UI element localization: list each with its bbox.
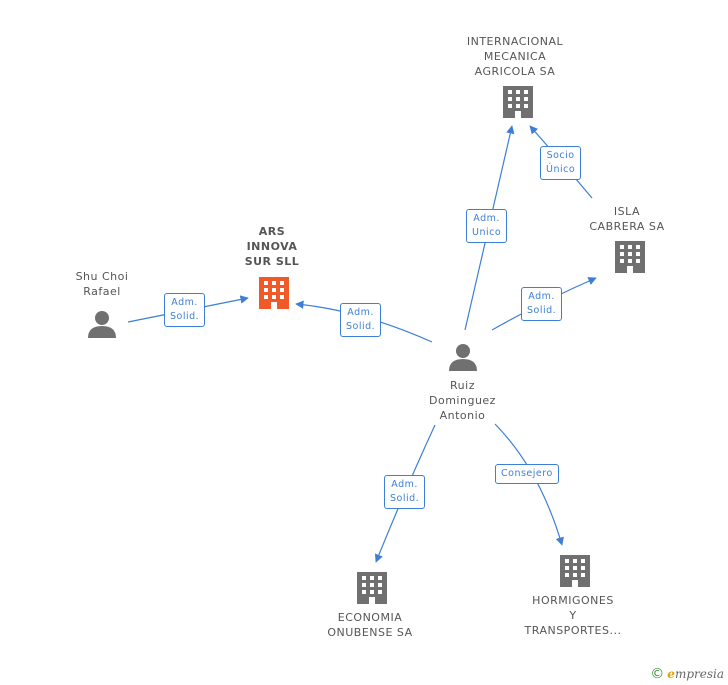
- building-icon-economia[interactable]: [357, 572, 387, 604]
- footer-brand: © empresia: [650, 666, 724, 682]
- node-label-shu[interactable]: Shu Choi Rafael: [75, 270, 129, 298]
- node-label-internacional[interactable]: INTERNACIONAL MECANICA AGRICOLA SA: [466, 35, 564, 78]
- edge-label-isla-internacional: Socio Único: [540, 146, 582, 180]
- edge-label-ruiz-economia: Adm. Solid.: [384, 475, 426, 509]
- edge-label-ruiz-ars: Adm. Solid.: [340, 303, 382, 337]
- edge-label-ruiz-hormigones: Consejero: [495, 464, 559, 484]
- node-label-isla[interactable]: ISLA CABRERA SA: [589, 205, 665, 233]
- brand-logo: empresia: [667, 667, 724, 681]
- edge-ruiz-hormigones: [494, 423, 564, 546]
- building-icon-internacional[interactable]: [503, 86, 533, 118]
- building-icon-ars[interactable]: [259, 277, 289, 309]
- building-icon-isla[interactable]: [615, 241, 645, 273]
- edge-label-ruiz-isla: Adm. Solid.: [521, 287, 563, 321]
- node-label-hormigones[interactable]: HORMIGONES Y TRANSPORTES...: [524, 594, 622, 637]
- copyright-icon: ©: [650, 666, 665, 682]
- person-icon-shu[interactable]: [88, 311, 116, 338]
- edge-label-ruiz-internacional: Adm. Unico: [466, 209, 508, 243]
- node-label-economia[interactable]: ECONOMIA ONUBENSE SA: [327, 611, 413, 639]
- edge-label-shu-ars: Adm. Solid.: [164, 293, 206, 327]
- node-label-ruiz[interactable]: Ruiz Dominguez Antonio: [429, 379, 496, 422]
- building-icon-hormigones[interactable]: [560, 555, 590, 587]
- person-icon-ruiz[interactable]: [449, 344, 477, 371]
- node-label-ars[interactable]: ARS INNOVA SUR SLL: [244, 225, 300, 268]
